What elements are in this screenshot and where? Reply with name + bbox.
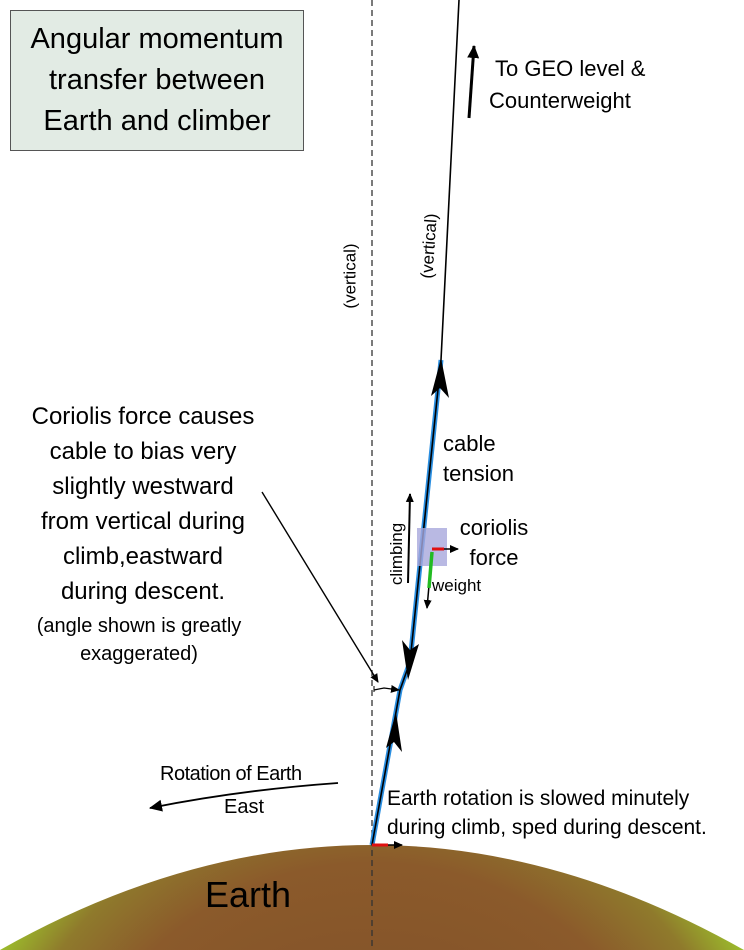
title-line-1: Angular momentum [30,23,284,55]
coriolis-explanation-4: from vertical during [40,508,246,535]
to-geo-arrow [467,45,480,119]
cable-lower-arrowhead [386,712,402,752]
title-box: Angular momentum transfer between Earth … [10,10,304,151]
to-geo-label-2: Counterweight [489,88,631,113]
angle-note-2: exaggerated) [80,643,198,665]
coriolis-explanation-5: climb,eastward [62,543,224,570]
cable-highlight [369,359,444,846]
earth-rotation-note-2: during climb, sped during descent. [387,816,707,839]
weight-label: weight [432,576,482,595]
rotation-of-earth-label: Rotation of Earth [160,763,302,785]
title-line-2: transfer between [48,64,265,96]
vertical-dashed-label: (vertical) [340,243,360,309]
angle-marker [373,684,400,693]
weight-green [427,551,434,589]
coriolis-explanation-1: Coriolis force causes [31,403,255,430]
cable-tension-arrowhead [431,358,449,398]
cable-tension-label-2: tension [443,461,514,486]
climbing-arrow [405,493,414,584]
angle-note-1: (angle shown is greatly [36,615,242,637]
earth-label: Earth [205,874,292,915]
coriolis-explanation-6: during descent. [60,578,226,605]
title-line-3: Earth and climber [43,105,271,137]
cable-tension-label-1: cable [443,431,496,456]
coriolis-force-label-2: force [469,545,519,570]
coriolis-force-label-1: coriolis [459,515,529,540]
cable-downward-arrowhead [402,640,419,680]
earth-rotation-note-1: Earth rotation is slowed minutely [387,787,690,810]
earth-surface [0,845,744,950]
coriolis-explanation-2: cable to bias very [49,438,237,465]
coriolis-pointer-line [261,491,379,683]
to-geo-label-1: To GEO level & [495,56,646,81]
east-label: East [224,796,265,818]
climbing-label: climbing [387,522,407,586]
coriolis-explanation-3: slightly westward [52,473,234,500]
cable [371,0,460,846]
rotation-of-earth-arrow [149,782,339,812]
